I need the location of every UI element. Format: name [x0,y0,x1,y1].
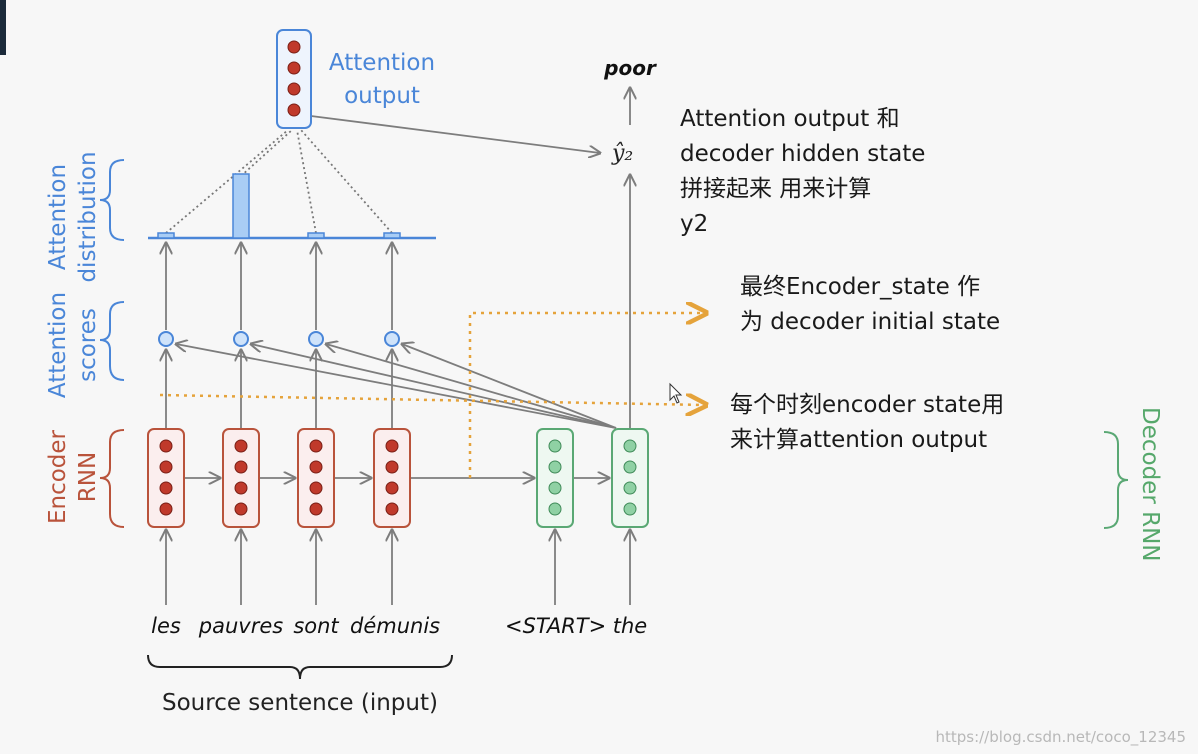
left-edge-bar [0,0,6,55]
decoder-to-score-arrows [176,344,617,429]
attention-distribution-label: Attention distribution [45,151,101,283]
attention-score-nodes [158,331,400,347]
source-word: sont [293,614,339,638]
brace-attention-scores [99,301,125,381]
distribution-bar [383,232,401,239]
attention-output-to-yhat-arrow [310,115,600,153]
attention-distribution-bars [157,173,401,239]
distribution-bar [232,173,250,239]
source-sentence-label: Source sentence (input) [162,690,438,716]
distribution-bar [307,232,325,239]
score-node [158,331,174,347]
encoder-cell [373,428,411,528]
orange-dotted-arrows [159,313,706,478]
note-attention-concat: Attention output 和 decoder hidden state … [680,106,926,237]
source-word: les [151,614,181,638]
score-node [233,331,249,347]
decoder-cell [611,428,649,528]
brace-source-sentence [147,654,453,680]
distribution-bar [157,232,175,239]
attention-output-vector [276,29,312,129]
encoder-rnn-cells [147,428,411,528]
output-word: poor [604,56,656,80]
encoder-cell [297,428,335,528]
decoder-rnn-cells [536,428,649,528]
encoder-input-arrows [166,530,630,605]
y-hat-label: ŷ₂ [612,141,634,166]
decoder-input-word: <START> [505,614,607,638]
encoder-cell [147,428,185,528]
decoder-input-word: the [612,614,648,638]
encoder-rnn-label: Encoder RNN [45,429,101,525]
watermark: https://blog.csdn.net/coco_12345 [935,728,1186,746]
score-to-distribution-arrows [166,243,392,330]
note-decoder-initial-state: 最终Encoder_state 作 为 decoder initial stat… [740,274,1001,335]
encoder-cell [222,428,260,528]
score-node [384,331,400,347]
source-word: pauvres [198,614,284,638]
decoder-rnn-label: Decoder RNN [1137,407,1163,562]
note-encoder-state-usage: 每个时刻encoder state用 来计算attention output [730,392,1005,453]
encoder-to-score-arrows [166,350,392,428]
brace-decoder-rnn [1103,431,1129,529]
source-word: démunis [350,614,441,638]
attention-scores-label: Attention scores [45,291,101,399]
brace-encoder-rnn [99,429,125,528]
brace-attention-distribution [99,159,125,241]
decoder-cell [536,428,574,528]
score-node [308,331,324,347]
mouse-cursor-icon [669,382,683,404]
distribution-to-output-dotted [165,129,393,234]
attention-output-label: Attention output [328,50,436,109]
